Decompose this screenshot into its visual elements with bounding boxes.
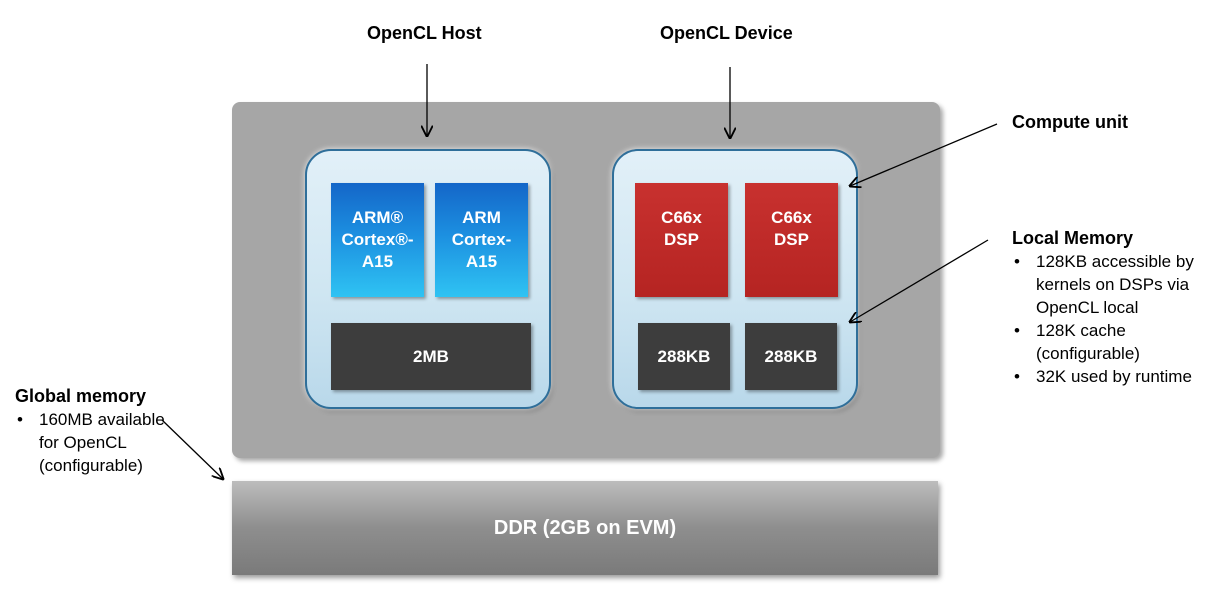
dsp-core-1: C66x DSP (635, 183, 728, 297)
compute-unit-arrow (850, 123, 998, 186)
opencl-device-label: OpenCL Device (660, 23, 793, 43)
arm-core-1: ARM® Cortex®-A15 (331, 183, 424, 297)
local-memory-bullet: 32K used by runtime (1012, 365, 1226, 388)
dsp-local-memory-1: 288KB (638, 323, 730, 390)
local-memory-arrow (850, 239, 989, 322)
opencl-host-label: OpenCL Host (367, 23, 482, 43)
global-memory-bullets: 160MB available for OpenCL (configurable… (15, 408, 165, 477)
ddr-memory: DDR (2GB on EVM) (232, 481, 938, 575)
local-memory-bullets: 128KB accessible by kernels on DSPs via … (1012, 250, 1226, 388)
host-shared-memory: 2MB (331, 323, 531, 390)
local-memory-bullet: 128K cache (configurable) (1012, 319, 1226, 365)
device-cluster: C66x DSP C66x DSP 288KB 288KB (612, 149, 858, 409)
local-memory-label: Local Memory (1012, 228, 1134, 248)
dsp-local-memory-2: 288KB (745, 323, 837, 390)
local-memory-bullet: 128KB accessible by kernels on DSPs via … (1012, 250, 1226, 319)
host-cluster: ARM® Cortex®-A15 ARM Cortex-A15 2MB (305, 149, 551, 409)
global-memory-arrow (161, 419, 223, 479)
compute-unit-label: Compute unit (1012, 112, 1128, 132)
global-memory-label: Global memory (15, 386, 147, 406)
dsp-core-2: C66x DSP (745, 183, 838, 297)
global-memory-bullet: 160MB available for OpenCL (configurable… (15, 408, 165, 477)
arm-core-2: ARM Cortex-A15 (435, 183, 528, 297)
